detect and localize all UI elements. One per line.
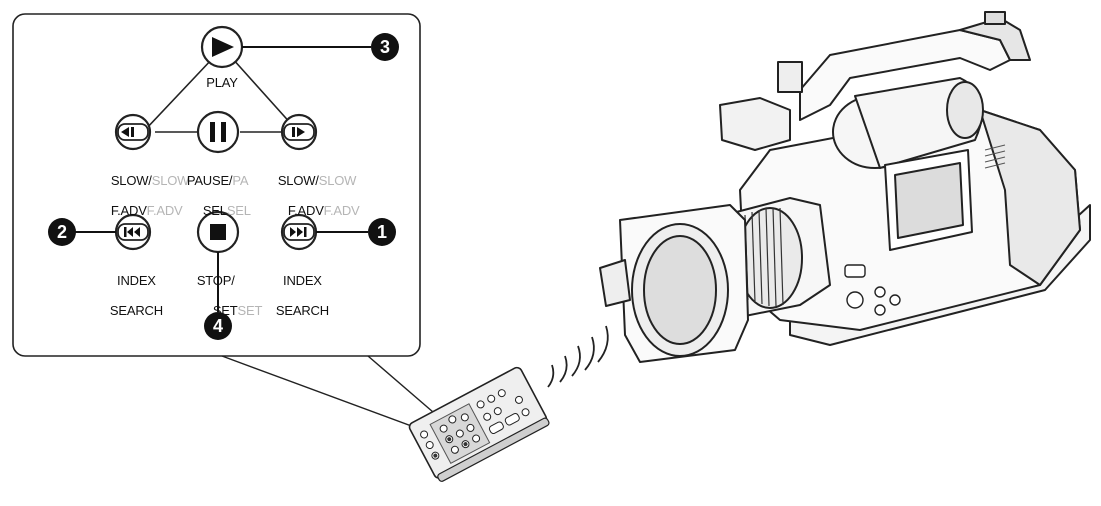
slow-reverse-icon (121, 127, 134, 137)
stop-button (196, 210, 240, 254)
index-search-forward-label: INDEX SEARCH (266, 258, 332, 318)
pause-label-line1: PAUSE/ (186, 173, 233, 188)
index-search-forward-label-line1: INDEX (283, 273, 322, 288)
callout-1: 1 (368, 218, 396, 246)
pause-label-ghost1: PA (232, 173, 249, 188)
index-search-forward-button (280, 213, 318, 251)
pause-label-line2: SEL (202, 203, 227, 218)
slow-reverse-button (114, 113, 152, 151)
remote-control-icon (408, 366, 550, 482)
slow-reverse-label-line1: SLOW/ (110, 173, 152, 188)
callout-4: 4 (204, 312, 232, 340)
play-label: PLAY (206, 75, 238, 90)
pause-label-ghost2: SEL (226, 203, 251, 218)
slow-forward-button (280, 113, 318, 151)
signal-waves-icon (547, 325, 609, 388)
stop-icon (210, 224, 226, 240)
pause-label: PAUSE/PA SELSEL (180, 158, 262, 218)
pause-icon (210, 122, 226, 142)
slow-reverse-label-ghost1: SLOW (151, 173, 190, 188)
slow-reverse-label-line2: F.ADV (110, 203, 147, 218)
callout-2: 2 (48, 218, 76, 246)
index-search-forward-label-line2: SEARCH (275, 303, 329, 318)
slow-forward-icon (292, 127, 305, 137)
slow-forward-label: SLOW/SLOW F.ADVF.ADV (271, 158, 361, 218)
index-search-back-label-line2: SEARCH (109, 303, 163, 318)
play-icon (212, 37, 234, 57)
index-search-back-label-line1: INDEX (117, 273, 156, 288)
skip-back-icon (124, 227, 140, 237)
play-button (200, 25, 244, 69)
stop-label-ghost2: SET (237, 303, 263, 318)
slow-forward-label-ghost2: F.ADV (323, 203, 360, 218)
slow-reverse-label-ghost2: F.ADV (146, 203, 183, 218)
pause-button (196, 110, 240, 154)
zoom-panel (12, 13, 421, 357)
slow-reverse-label: SLOW/SLOW F.ADVF.ADV (104, 158, 190, 218)
index-search-back-label: INDEX SEARCH (100, 258, 166, 318)
stop-label: STOP/ SETSET (190, 258, 263, 318)
index-search-back-button (114, 213, 152, 251)
slow-forward-label-line2: F.ADV (287, 203, 324, 218)
slow-forward-label-line1: SLOW/ (277, 173, 319, 188)
stop-label-line1: STOP/ (196, 273, 235, 288)
camcorder-icon (599, 11, 1091, 363)
skip-forward-icon (290, 227, 307, 237)
slow-forward-label-ghost1: SLOW (318, 173, 357, 188)
callout-3: 3 (371, 33, 399, 61)
